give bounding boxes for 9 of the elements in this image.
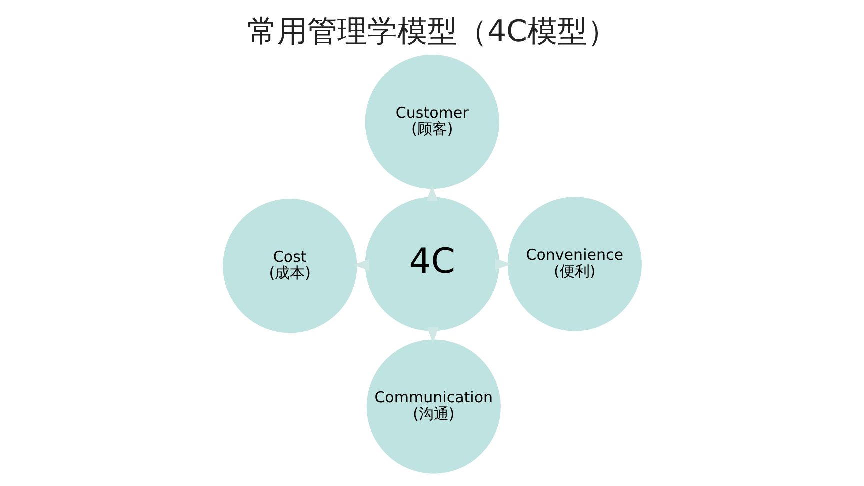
arrow <box>352 259 369 271</box>
arrow <box>426 185 438 202</box>
diagram-title: 常用管理学模型（4C模型） <box>246 14 618 50</box>
arrow <box>426 327 438 344</box>
node-circle: Convenience (便利) <box>507 197 642 332</box>
node-circle: Cost (成本) <box>222 199 357 334</box>
node-circle: Communication (沟通) <box>366 340 500 474</box>
node-circle: Customer (顾客) <box>364 54 499 190</box>
arrow <box>494 258 512 270</box>
